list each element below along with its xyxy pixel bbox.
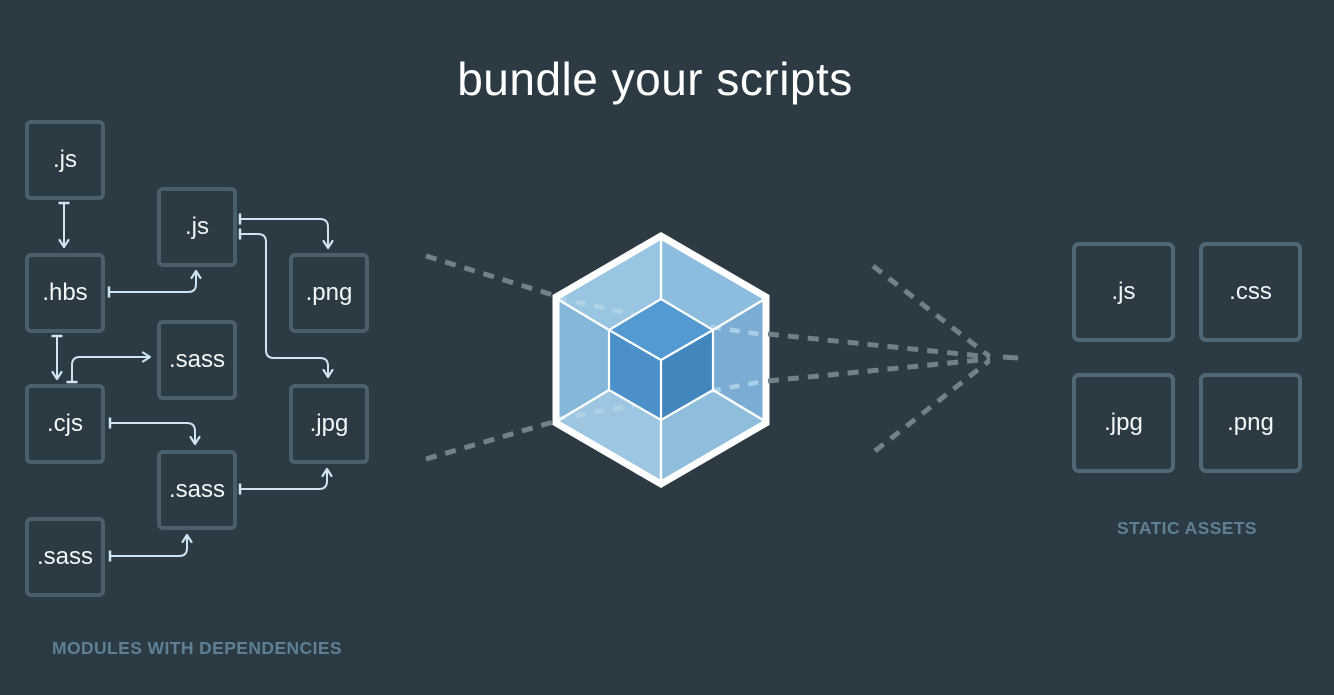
cube-edge [712,298,764,332]
cube-edge [558,298,610,332]
module-box-hbs-1: .hbs [25,253,105,333]
output-dash-mid-top [767,331,991,360]
cube-core-front-edges [608,329,714,420]
cube-core-face-top [609,299,713,360]
dependency-arrow-cjs-sass2 [108,417,201,446]
module-label: .sass [168,346,225,373]
asset-box-png: .png [1199,373,1302,473]
output-dash-mid-bottom [767,356,991,384]
cube-shell-face [556,297,609,423]
dependency-arrow-sass2-jpg [238,467,333,495]
modules-caption: MODULES WITH DEPENDENCIES [51,638,343,658]
cube-outline [552,231,770,489]
cube-shell-face [661,236,766,330]
through-dash [556,295,648,320]
module-box-jpg-1: .jpg [289,384,369,464]
cube-edge [712,388,764,422]
asset-box-jpg: .jpg [1072,373,1175,473]
module-box-js-1: .js [25,120,105,200]
output-dash-diag-bottom [873,359,991,453]
dependency-arrow-js2-png [238,213,334,250]
cube-core-face-right [661,330,713,420]
input-dash-top [425,253,554,298]
module-label: .sass [36,543,93,570]
through-dash [710,324,766,338]
asset-label: .png [1227,409,1274,436]
cube-shell-face [556,236,661,330]
module-label: .hbs [42,279,88,306]
module-box-png-1: .png [289,253,369,333]
input-dash-bottom [425,419,554,462]
asset-label: .jpg [1104,409,1143,436]
cube-shell-face [556,390,661,484]
module-label: .jpg [309,410,349,437]
asset-box-css: .css [1199,242,1302,342]
page-title: bundle your scripts [457,53,853,105]
dependency-arrow-cjs-sass1 [66,351,152,384]
cube-shell-face [713,297,766,423]
asset-label: .js [1111,278,1136,305]
input-flow-dashes [425,253,554,462]
cube-shell-face [661,390,766,484]
module-box-sass-2: .sass [157,450,237,530]
module-label: .sass [168,476,225,503]
module-box-js-2: .js [157,187,237,267]
output-dash-tip [1002,354,1019,361]
module-box-sass-1: .sass [157,320,237,400]
assets-caption: STATIC ASSETS [1116,518,1258,538]
cube-core-edges [607,297,715,422]
output-dash-diag-top [871,264,991,358]
cube-core-outline [607,297,715,422]
asset-label: .css [1229,278,1272,305]
module-label: .cjs [47,410,83,437]
cube-edge-lines [558,239,764,481]
through-cube-dashes [556,295,766,422]
dependency-arrow-hbs-js2 [107,269,202,298]
module-label: .png [305,279,353,306]
output-flow-arrow [767,264,1019,453]
dependency-arrow-sass3-sass2 [108,533,193,562]
module-box-sass-3: .sass [25,517,105,597]
asset-box-js: .js [1072,242,1175,342]
cube-core-face-left [609,330,661,420]
through-dash [710,378,766,394]
webpack-cube-icon [552,231,770,489]
through-dash [556,400,648,422]
module-box-cjs-1: .cjs [25,384,105,464]
module-label: .js [185,213,209,240]
module-label: .js [53,146,77,173]
cube-edge [558,388,610,422]
